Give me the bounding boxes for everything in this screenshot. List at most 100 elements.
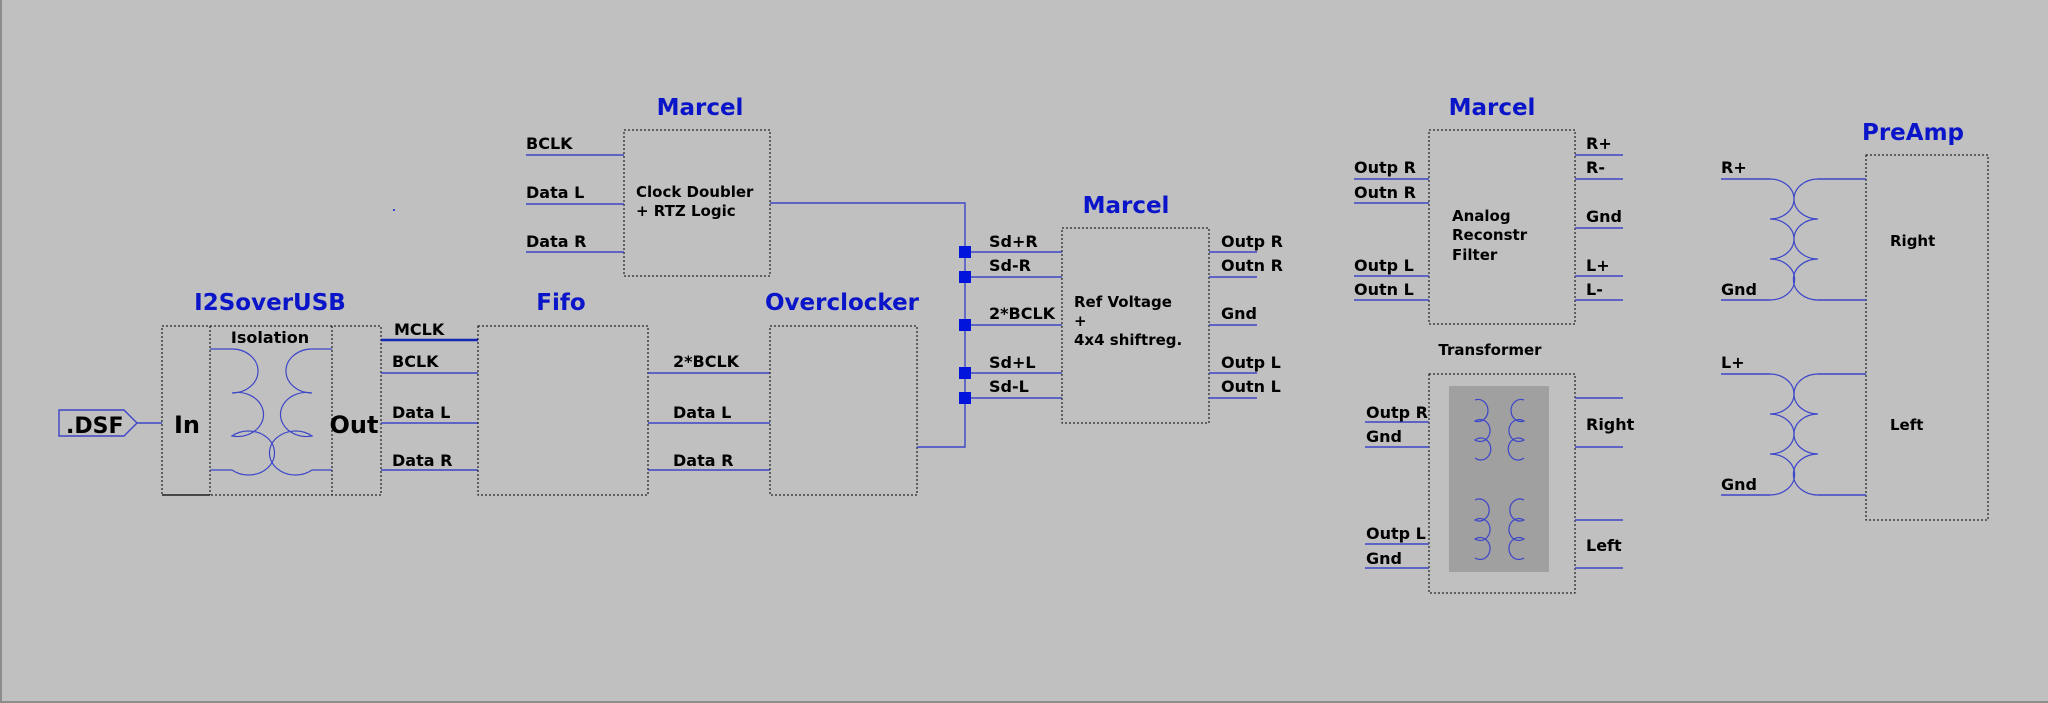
transformer-in-outp-r: Outp R [1366, 403, 1428, 422]
title-marcel-ref: Marcel [1083, 193, 1170, 219]
title-overclocker: Overclocker [765, 290, 920, 316]
i2s-output-wires: MCLK BCLK Data L Data R [381, 320, 478, 471]
fifo-out-data-r: Data R [673, 451, 733, 470]
preamp-coil-r-icon [1769, 178, 1819, 301]
clock-doubler-line2: + RTZ Logic [636, 202, 736, 220]
clock-in-bclk: BCLK [526, 134, 573, 153]
filter-in-outp-l: Outp L [1354, 256, 1414, 275]
ref-out-outn-r: Outn R [1221, 256, 1283, 275]
ref-input-wires: Sd+R Sd-R 2*BCLK Sd+L Sd-L [959, 232, 1062, 404]
fifo-output-wires: 2*BCLK Data L Data R [648, 352, 770, 471]
clock-doubler-box [623, 129, 771, 277]
filter-input-wires: Outp R Outn R Outp L Outn L [1354, 158, 1429, 301]
ref-in-sd-minus-l: Sd-L [989, 377, 1029, 396]
ref-in-sd-minus-r: Sd-R [989, 256, 1031, 275]
filter-in-outn-l: Outn L [1354, 280, 1414, 299]
ref-out-outp-r: Outp R [1221, 232, 1283, 251]
clock-doubler-block[interactable]: Clock Doubler + RTZ Logic [623, 129, 771, 277]
preamp-box [1865, 154, 1989, 521]
filter-out-r-minus: R- [1586, 158, 1605, 177]
clock-input-wires: BCLK Data L Data R [526, 134, 624, 253]
clock-in-data-r: Data R [526, 232, 586, 251]
filter-out-r-plus: R+ [1586, 134, 1612, 153]
transformer-in-gnd-l: Gnd [1366, 549, 1402, 568]
transformer-block[interactable] [1428, 373, 1576, 594]
filter-out-l-plus: L+ [1586, 256, 1610, 275]
dsf-label: .DSF [66, 414, 124, 439]
ref-out-outp-l: Outp L [1221, 353, 1281, 372]
filter-line3: Filter [1452, 246, 1498, 264]
preamp-in-r-plus: R+ [1721, 158, 1747, 177]
transformer-title: Transformer [1438, 341, 1542, 359]
preamp-coil-l-icon [1769, 373, 1819, 496]
preamp-in-l-plus: L+ [1721, 353, 1745, 372]
ref-in-sd-plus-r: Sd+R [989, 232, 1038, 251]
ref-in-sd-plus-l: Sd+L [989, 353, 1036, 372]
i2s-outer-box [161, 325, 382, 496]
title-fifo: Fifo [536, 290, 585, 316]
preamp-left-label: Left [1890, 416, 1923, 434]
isolation-label: Isolation [231, 328, 309, 347]
i2s-block[interactable]: Isolation In Out [161, 325, 382, 496]
transformer-core [1449, 386, 1549, 572]
transformer-coil-r-icon [1473, 398, 1526, 461]
bus-node-1 [959, 246, 971, 258]
ref-out-gnd: Gnd [1221, 304, 1257, 323]
filter-out-gnd: Gnd [1586, 207, 1622, 226]
title-marcel-clock: Marcel [657, 95, 744, 121]
bus-node-4 [959, 367, 971, 379]
analog-filter-box [1428, 129, 1576, 325]
ref-line1: Ref Voltage [1074, 293, 1172, 311]
transformer-out-left: Left [1586, 536, 1622, 555]
ref-voltage-block[interactable]: Ref Voltage + 4x4 shiftreg. [1061, 227, 1210, 424]
port-shape [58, 409, 138, 437]
title-preamp: PreAmp [1862, 120, 1964, 146]
fifo-out-data-l: Data L [673, 403, 731, 422]
preamp-in-gnd-r: Gnd [1721, 280, 1757, 299]
filter-in-outp-r: Outp R [1354, 158, 1416, 177]
ref-line2: + [1074, 312, 1087, 330]
ref-output-wires: Outp R Outn R Gnd Outp L Outn L [1209, 232, 1283, 399]
transformer-in-gnd-r: Gnd [1366, 427, 1402, 446]
ref-in-2bclk: 2*BCLK [989, 304, 1056, 323]
dsf-input-port[interactable]: .DSF [58, 409, 138, 439]
isolation-transformer-icon [210, 348, 332, 476]
ref-line3: 4x4 shiftreg. [1074, 331, 1182, 349]
transformer-box [1428, 373, 1576, 594]
clock-doubler-line1: Clock Doubler [636, 183, 754, 201]
clock-in-data-l: Data L [526, 183, 584, 202]
filter-out-l-minus: L- [1586, 280, 1603, 299]
overclocker-block[interactable] [769, 325, 918, 496]
transformer-wires: Outp R Gnd Outp L Gnd Right Left [1365, 397, 1635, 569]
filter-line1: Analog [1452, 207, 1511, 225]
wire-overclock-bus [770, 202, 966, 448]
bus-node-2 [959, 271, 971, 283]
preamp-transformers: R+ Gnd L+ Gnd [1721, 158, 1866, 496]
title-i2soverusb: I2SoverUSB [194, 290, 346, 316]
i2s-out-data-r: Data R [392, 451, 452, 470]
i2s-out-bclk: BCLK [392, 352, 439, 371]
preamp-in-gnd-l: Gnd [1721, 475, 1757, 494]
fifo-block[interactable] [477, 325, 649, 496]
ref-out-outn-l: Outn L [1221, 377, 1281, 396]
filter-output-wires: R+ R- Gnd L+ L- [1575, 134, 1623, 301]
bus-node-5 [959, 392, 971, 404]
preamp-block[interactable]: Right Left [1865, 154, 1989, 521]
bus-node-3 [959, 319, 971, 331]
analog-filter-block[interactable]: Analog Reconstr Filter [1428, 129, 1576, 325]
transformer-in-outp-l: Outp L [1366, 524, 1426, 543]
transformer-coil-l-icon [1473, 498, 1526, 561]
preamp-right-label: Right [1890, 232, 1935, 250]
transformer-out-right: Right [1586, 415, 1635, 434]
stray-dot [393, 209, 395, 211]
i2s-out-label: Out [330, 411, 379, 439]
filter-in-outn-r: Outn R [1354, 183, 1416, 202]
i2s-in-label: In [174, 411, 200, 439]
fifo-out-2bclk: 2*BCLK [673, 352, 740, 371]
i2s-out-mclk: MCLK [394, 320, 445, 339]
filter-line2: Reconstr [1452, 226, 1528, 244]
i2s-out-data-l: Data L [392, 403, 450, 422]
title-marcel-filter: Marcel [1449, 95, 1536, 121]
